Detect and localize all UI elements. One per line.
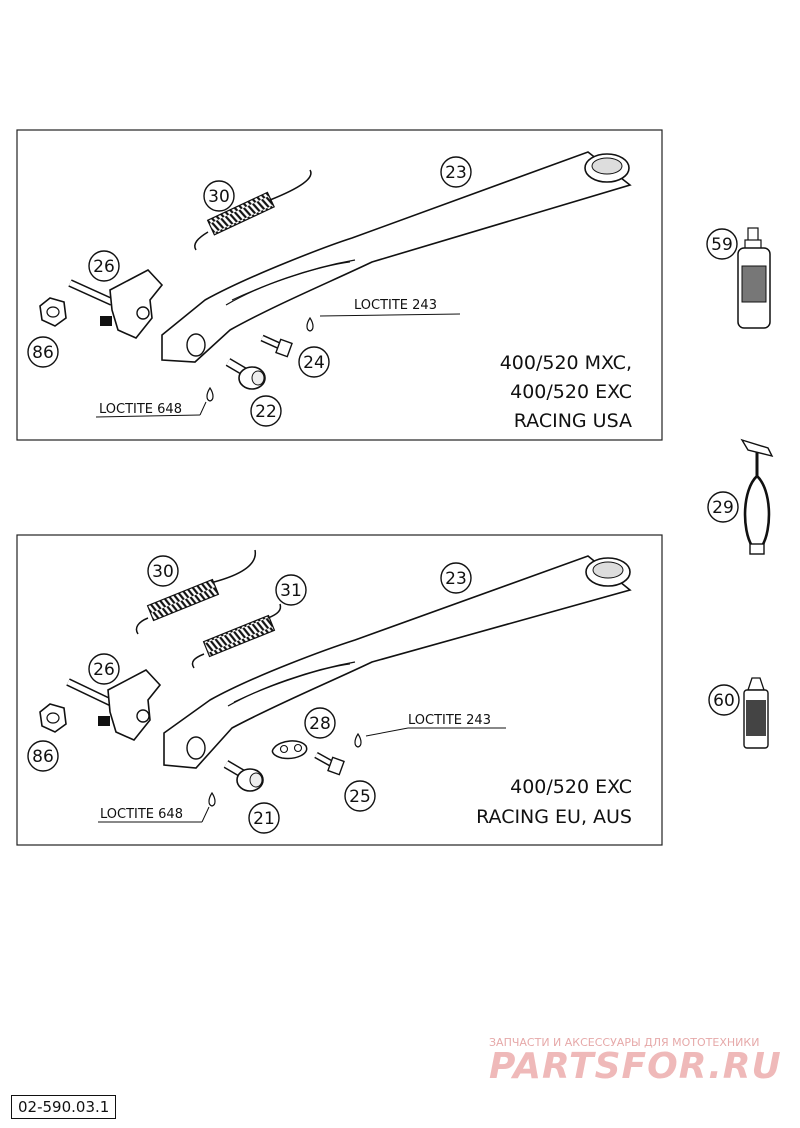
loctite-drop-icon bbox=[306, 316, 314, 332]
pivot-pin[interactable] bbox=[223, 760, 264, 792]
leader-line bbox=[319, 313, 461, 317]
side-stand-leg[interactable] bbox=[161, 151, 632, 363]
panel-2-frame bbox=[16, 534, 663, 846]
spring[interactable] bbox=[194, 169, 312, 251]
svg-text:29: 29 bbox=[712, 498, 734, 518]
svg-text:26: 26 bbox=[93, 257, 115, 277]
side-stand-leg[interactable] bbox=[163, 555, 632, 769]
loctite-648-label: LOCTITE 648 bbox=[100, 807, 183, 822]
document-code: 02-590.03.1 bbox=[11, 1095, 117, 1119]
svg-text:23: 23 bbox=[445, 569, 467, 589]
loctite-243-label: LOCTITE 243 bbox=[408, 713, 491, 728]
leader-line bbox=[95, 414, 201, 418]
watermark-logo: PARTSFOR.RU bbox=[489, 1046, 782, 1087]
svg-text:26: 26 bbox=[93, 660, 115, 680]
callout[interactable]: 30 bbox=[147, 555, 179, 587]
callout[interactable]: 23 bbox=[440, 562, 472, 594]
grease-tube[interactable] bbox=[743, 677, 769, 749]
callout[interactable]: 86 bbox=[27, 740, 59, 772]
loctite-drop-icon bbox=[208, 791, 216, 807]
variant-line: 400/520 EXC bbox=[510, 776, 632, 798]
variant-line: RACING EU, AUS bbox=[476, 806, 632, 828]
chain-plate[interactable] bbox=[271, 740, 308, 760]
leader-line bbox=[199, 401, 207, 416]
variant-line: 400/520 MXC, bbox=[500, 352, 632, 374]
svg-text:59: 59 bbox=[711, 235, 733, 255]
callout[interactable]: 21 bbox=[248, 802, 280, 834]
svg-text:60: 60 bbox=[713, 691, 735, 711]
loctite-bottle[interactable] bbox=[737, 227, 771, 329]
callout[interactable]: 25 bbox=[344, 780, 376, 812]
svg-text:30: 30 bbox=[208, 187, 230, 207]
callout[interactable]: 24 bbox=[298, 346, 330, 378]
pivot-bracket[interactable] bbox=[68, 269, 164, 339]
screw[interactable] bbox=[314, 751, 345, 776]
service-tool[interactable] bbox=[740, 438, 774, 555]
variant-line: 400/520 EXC bbox=[510, 381, 632, 403]
loctite-drop-icon bbox=[206, 386, 214, 402]
callout[interactable]: 30 bbox=[203, 180, 235, 212]
svg-text:28: 28 bbox=[309, 714, 331, 734]
callout[interactable]: 26 bbox=[88, 653, 120, 685]
pivot-bracket[interactable] bbox=[66, 669, 162, 741]
watermark-tagline: ЗАПЧАСТИ И АКСЕССУАРЫ ДЛЯ МОТОТЕХНИКИ bbox=[489, 1036, 759, 1049]
leader-line bbox=[201, 806, 210, 823]
svg-text:24: 24 bbox=[303, 353, 325, 373]
callout[interactable]: 23 bbox=[440, 156, 472, 188]
screw[interactable] bbox=[260, 334, 293, 358]
svg-text:23: 23 bbox=[445, 163, 467, 183]
pivot-pin[interactable] bbox=[225, 358, 266, 390]
svg-text:21: 21 bbox=[253, 809, 275, 829]
panel-1-frame bbox=[16, 129, 663, 441]
callout[interactable]: 59 bbox=[706, 228, 738, 260]
spring[interactable] bbox=[191, 603, 282, 669]
svg-text:30: 30 bbox=[152, 562, 174, 582]
variant-line: RACING USA bbox=[514, 410, 632, 432]
loctite-243-label: LOCTITE 243 bbox=[354, 298, 437, 313]
svg-text:86: 86 bbox=[32, 343, 54, 363]
loctite-drop-icon bbox=[354, 732, 362, 748]
callout[interactable]: 31 bbox=[275, 574, 307, 606]
svg-text:31: 31 bbox=[280, 581, 302, 601]
svg-text:86: 86 bbox=[32, 747, 54, 767]
svg-text:25: 25 bbox=[349, 787, 371, 807]
callout[interactable]: 28 bbox=[304, 707, 336, 739]
callout[interactable]: 29 bbox=[707, 491, 739, 523]
callout[interactable]: 86 bbox=[27, 336, 59, 368]
svg-text:22: 22 bbox=[255, 402, 277, 422]
callout[interactable]: 60 bbox=[708, 684, 740, 716]
nut[interactable] bbox=[39, 703, 67, 733]
leader-line bbox=[365, 727, 409, 737]
callout[interactable]: 22 bbox=[250, 395, 282, 427]
nut[interactable] bbox=[39, 297, 67, 327]
callout[interactable]: 26 bbox=[88, 250, 120, 282]
loctite-648-label: LOCTITE 648 bbox=[99, 402, 182, 417]
spring[interactable] bbox=[135, 549, 256, 635]
